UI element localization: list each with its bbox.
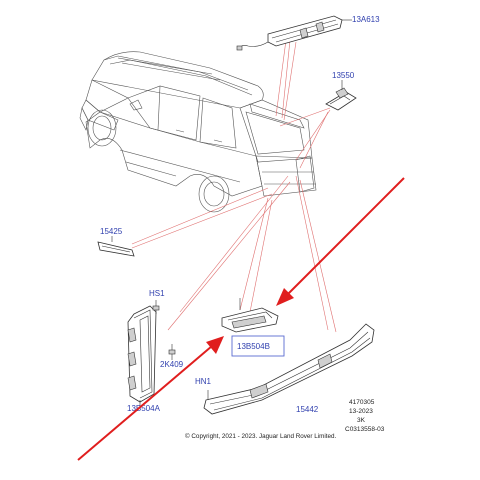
pointer-arrow-upper: [276, 177, 405, 306]
callout-HN1[interactable]: HN1: [195, 377, 212, 386]
leader-lines: [131, 39, 337, 333]
callout-13B504B[interactable]: 13B504B: [237, 342, 270, 351]
part-13B504A-tail-lamp: [127, 305, 157, 406]
callout-2K409[interactable]: 2K409: [160, 360, 184, 369]
info-ref: 4170305: [349, 399, 375, 406]
screw-HS1: [152, 300, 160, 314]
callout-15442[interactable]: 15442: [296, 405, 319, 414]
part-15442-bumper-trim: [203, 323, 375, 415]
pointer-arrow-lower: [77, 336, 224, 461]
info-doc: C0313558-03: [345, 426, 385, 433]
info-code: 3K: [357, 417, 366, 424]
callout-13550[interactable]: 13550: [332, 71, 355, 80]
callout-13B504A[interactable]: 13B504A: [127, 404, 161, 413]
vehicle-illustration: [79, 51, 317, 213]
highlight-box-13B504B: [231, 335, 285, 357]
callout-15425[interactable]: 15425: [100, 227, 123, 236]
part-13A613-stop-lamp: [236, 15, 352, 51]
copyright-text: © Copyright, 2021 - 2023. Jaguar Land Ro…: [185, 432, 337, 440]
callout-HS1[interactable]: HS1: [149, 289, 165, 298]
info-date: 13-2023: [349, 408, 373, 415]
part-13B504B-lamp: [221, 298, 279, 333]
part-15425: [97, 236, 135, 257]
screw-2K409: [168, 344, 176, 360]
part-13550-bracket: [325, 80, 357, 111]
callout-13A613[interactable]: 13A613: [352, 15, 380, 24]
